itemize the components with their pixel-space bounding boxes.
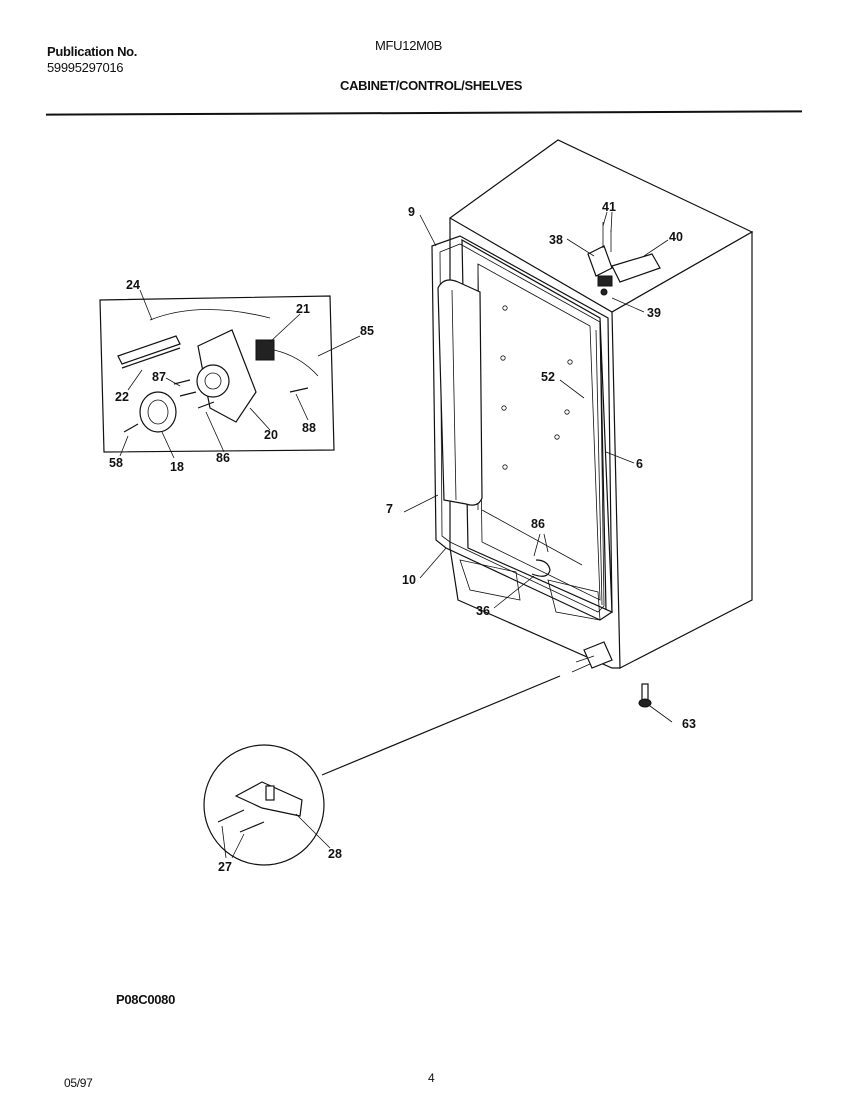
callout-85: 85 (360, 324, 374, 338)
callout-24: 24 (126, 278, 140, 292)
callout-7: 7 (386, 502, 393, 516)
callout-labels: 9 41 38 40 39 52 6 7 86 10 36 63 24 21 8… (109, 200, 696, 874)
callout-38: 38 (549, 233, 563, 247)
drain-tube (531, 559, 551, 577)
callout-20: 20 (264, 428, 278, 442)
hinge-detail-circle (203, 675, 561, 866)
publication-number: 59995297016 (47, 60, 124, 75)
callout-87: 87 (152, 370, 166, 384)
callout-27: 27 (218, 860, 232, 874)
door-gasket (431, 235, 613, 621)
callout-40: 40 (669, 230, 683, 244)
figure-code: P08C0080 (116, 992, 176, 1007)
top-hinge (587, 222, 661, 296)
cabinet-body (448, 139, 754, 669)
callout-9: 9 (408, 205, 415, 219)
callout-22: 22 (115, 390, 129, 404)
revision-date: 05/97 (64, 1076, 93, 1090)
callout-36: 36 (476, 604, 490, 618)
control-inset-box (99, 295, 335, 453)
page-number: 4 (428, 1071, 435, 1085)
publication-label: Publication No. (47, 44, 138, 59)
callout-58: 58 (109, 456, 123, 470)
callout-86-drain: 86 (531, 517, 545, 531)
callout-10: 10 (402, 573, 416, 587)
callout-88: 88 (302, 421, 316, 435)
bottom-hinge (571, 641, 613, 673)
leveling-leg (638, 683, 652, 708)
callout-6: 6 (636, 457, 643, 471)
callout-28: 28 (328, 847, 342, 861)
door-trim-strip (437, 279, 483, 506)
callout-21: 21 (296, 302, 310, 316)
callout-52: 52 (541, 370, 555, 384)
callout-63: 63 (682, 717, 696, 731)
callout-39: 39 (647, 306, 661, 320)
callout-18: 18 (170, 460, 184, 474)
section-title: CABINET/CONTROL/SHELVES (340, 78, 523, 93)
callout-41: 41 (602, 200, 616, 214)
callout-86-control: 86 (216, 451, 230, 465)
model-number: MFU12M0B (375, 38, 442, 53)
leader-lines (119, 211, 673, 859)
